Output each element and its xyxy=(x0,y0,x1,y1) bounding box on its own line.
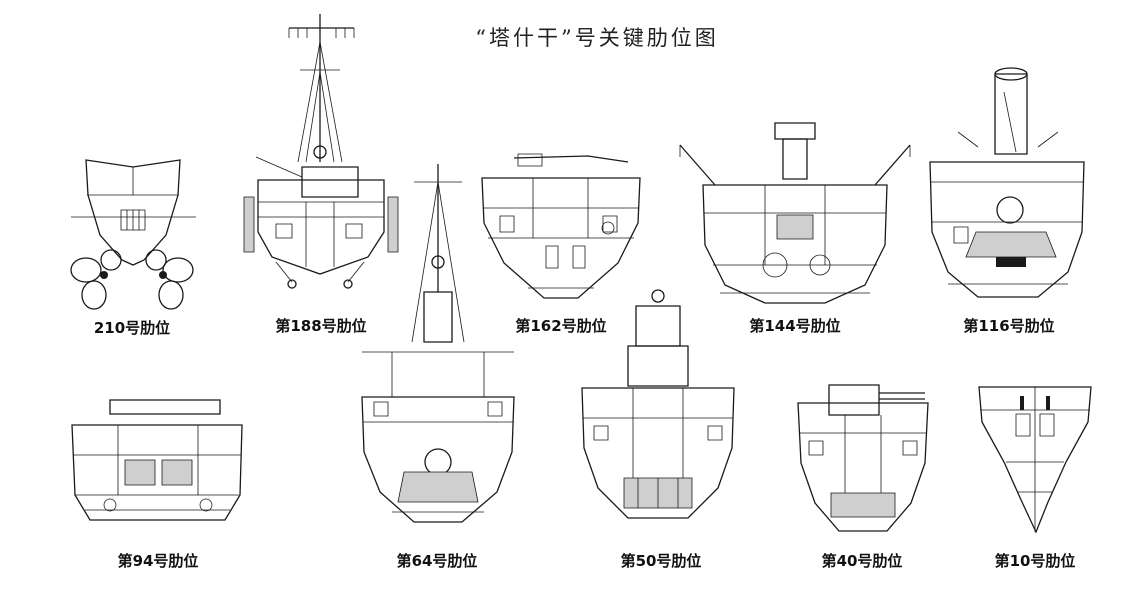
section-210-label: 210号肋位 xyxy=(93,319,171,337)
section-162-drawing xyxy=(478,148,644,308)
section-116-label: 第116号肋位 xyxy=(963,317,1055,335)
section-188-drawing xyxy=(236,12,406,302)
section-40-label: 第40号肋位 xyxy=(821,552,903,570)
section-188-label: 第188号肋位 xyxy=(275,317,367,335)
section-94-drawing xyxy=(70,395,246,535)
section-94-label: 第94号肋位 xyxy=(117,552,199,570)
section-210-drawing xyxy=(66,155,201,315)
section-10-drawing xyxy=(976,382,1094,542)
section-144-label: 第144号肋位 xyxy=(749,317,841,335)
section-50-label: 第50号肋位 xyxy=(620,552,702,570)
section-50-drawing xyxy=(578,288,738,540)
section-144-drawing xyxy=(675,115,915,315)
section-10-label: 第10号肋位 xyxy=(994,552,1076,570)
section-64-label: 第64号肋位 xyxy=(396,552,478,570)
section-64-drawing xyxy=(352,162,524,542)
section-116-drawing xyxy=(918,62,1096,312)
diagram-title: “塔什干”号关键肋位图 xyxy=(475,26,719,50)
section-40-drawing xyxy=(795,383,931,541)
section-162-label: 第162号肋位 xyxy=(515,317,607,335)
